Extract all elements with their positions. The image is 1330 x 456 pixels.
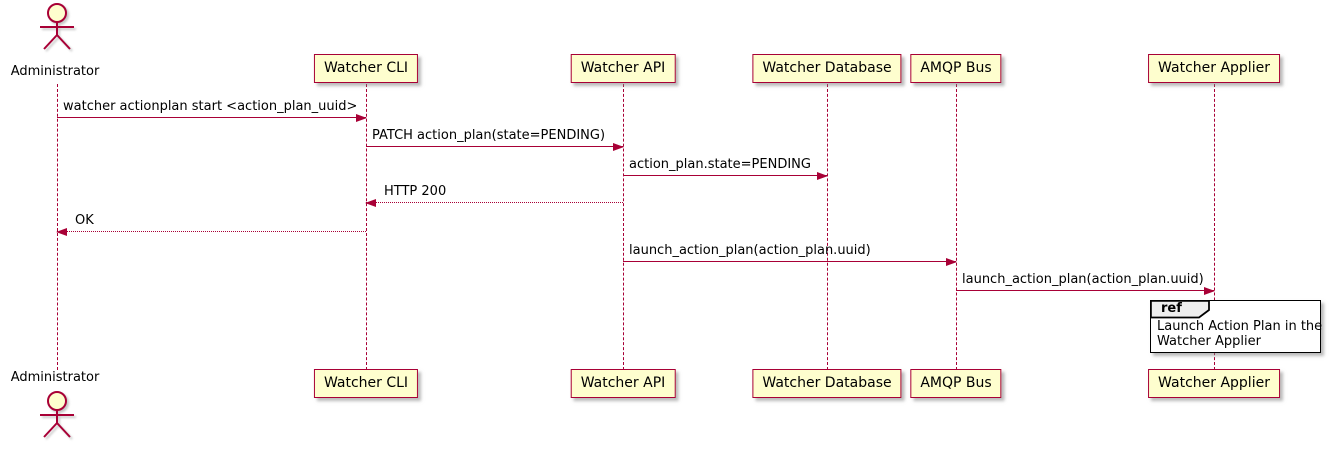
message-label: launch_action_plan(action_plan.uuid) bbox=[629, 243, 871, 258]
participant-watcher-database-bottom: Watcher Database bbox=[752, 369, 902, 398]
message-label: watcher actionplan start <action_plan_uu… bbox=[63, 99, 358, 114]
message-ok: OK bbox=[56, 213, 366, 236]
message-label: PATCH action_plan(state=PENDING) bbox=[372, 128, 606, 143]
actor-icon bbox=[40, 3, 74, 50]
lifeline-watcher-cli bbox=[366, 84, 367, 370]
message-line bbox=[57, 117, 366, 118]
message-line bbox=[623, 261, 956, 262]
participant-watcher-applier-top: Watcher Applier bbox=[1148, 54, 1280, 83]
actor-label-administrator-top: Administrator bbox=[10, 64, 100, 79]
message-label: OK bbox=[75, 213, 94, 228]
actor-icon bbox=[40, 391, 74, 438]
lifeline-amqp-bus bbox=[956, 84, 957, 370]
lifeline-watcher-database bbox=[827, 84, 828, 370]
participant-watcher-applier-bottom: Watcher Applier bbox=[1148, 369, 1280, 398]
message-label: launch_action_plan(action_plan.uuid) bbox=[962, 272, 1204, 287]
message-launch-action-plan-amqp: launch_action_plan(action_plan.uuid) bbox=[623, 243, 957, 266]
message-line bbox=[956, 290, 1214, 291]
arrowhead-right-icon bbox=[817, 171, 828, 180]
arrowhead-right-icon bbox=[946, 257, 957, 266]
participant-amqp-bus-top: AMQP Bus bbox=[910, 54, 1002, 83]
participant-watcher-cli-top: Watcher CLI bbox=[313, 54, 419, 83]
arrowhead-left-icon bbox=[365, 198, 376, 207]
message-line bbox=[57, 231, 366, 232]
message-line bbox=[623, 175, 827, 176]
ref-fragment: ref Launch Action Plan in the Watcher Ap… bbox=[1150, 300, 1322, 353]
participant-watcher-database-top: Watcher Database bbox=[752, 54, 902, 83]
message-label: HTTP 200 bbox=[384, 184, 447, 199]
participant-watcher-api-top: Watcher API bbox=[570, 54, 676, 83]
participant-watcher-cli-bottom: Watcher CLI bbox=[313, 369, 419, 398]
message-state-pending: action_plan.state=PENDING bbox=[623, 157, 828, 180]
lifeline-watcher-applier bbox=[1214, 84, 1215, 370]
participant-amqp-bus-bottom: AMQP Bus bbox=[910, 369, 1002, 398]
ref-text-line2: Watcher Applier bbox=[1157, 334, 1261, 349]
ref-keyword: ref bbox=[1161, 301, 1182, 316]
message-start-actionplan: watcher actionplan start <action_plan_uu… bbox=[57, 99, 367, 122]
lifeline-administrator bbox=[57, 84, 58, 370]
actor-label-administrator-bottom: Administrator bbox=[10, 370, 100, 385]
lifeline-watcher-api bbox=[623, 84, 624, 370]
message-launch-action-plan-applier: launch_action_plan(action_plan.uuid) bbox=[956, 272, 1215, 295]
message-http-200: HTTP 200 bbox=[365, 184, 623, 207]
message-patch-action-plan: PATCH action_plan(state=PENDING) bbox=[366, 128, 624, 151]
message-line bbox=[366, 202, 623, 203]
arrowhead-right-icon bbox=[613, 142, 624, 151]
ref-text-line1: Launch Action Plan in the bbox=[1157, 319, 1323, 334]
message-line bbox=[366, 146, 623, 147]
ref-text: Launch Action Plan in the Watcher Applie… bbox=[1157, 319, 1322, 349]
arrowhead-right-icon bbox=[1204, 286, 1215, 295]
arrowhead-right-icon bbox=[356, 113, 367, 122]
arrowhead-left-icon bbox=[56, 227, 67, 236]
message-label: action_plan.state=PENDING bbox=[629, 157, 811, 172]
ref-header-pentagon-icon bbox=[1150, 300, 1210, 319]
participant-watcher-api-bottom: Watcher API bbox=[570, 369, 676, 398]
